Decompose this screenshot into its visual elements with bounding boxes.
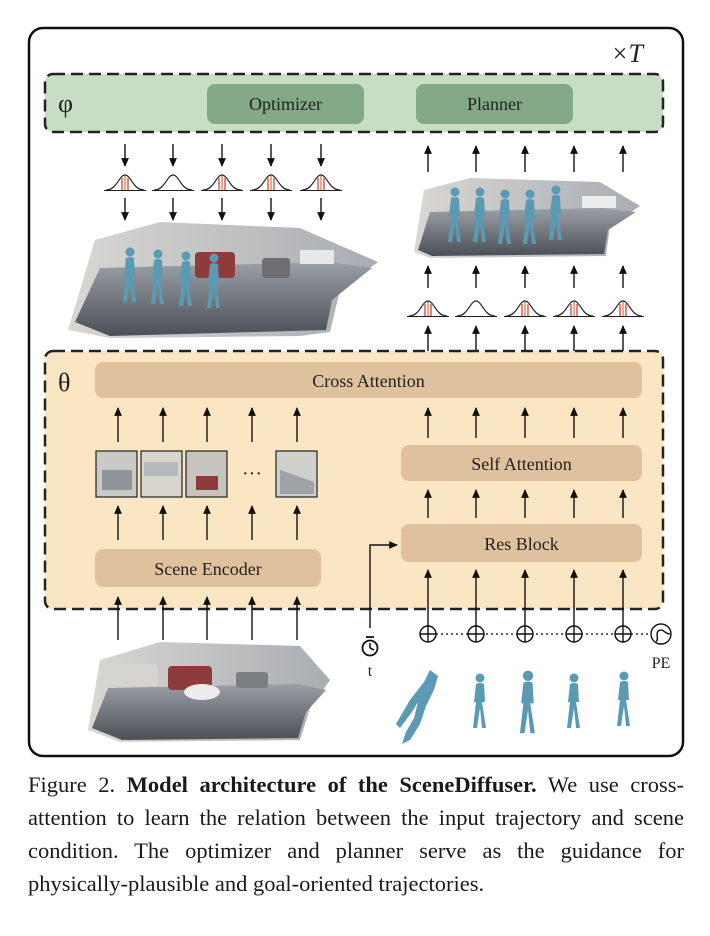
planner-gradient-arrows <box>424 145 627 354</box>
denoiser-arrows <box>114 407 627 540</box>
timestep-label: t <box>368 663 373 680</box>
plus-circle-icon <box>419 625 632 643</box>
planner-label: Planner <box>467 94 522 114</box>
loop-label: ×T <box>611 39 645 68</box>
pe-label: PE <box>652 655 671 672</box>
stopwatch-icon <box>361 636 379 657</box>
ellipsis: ··· <box>242 463 262 485</box>
caption-title: Model architecture of the SceneDiffuser. <box>126 772 537 797</box>
figure-caption: Figure 2. Model architecture of the Scen… <box>28 768 684 900</box>
cross-attention-module <box>95 362 642 398</box>
self-attention-module <box>401 445 642 481</box>
scene-image <box>414 178 640 258</box>
gaussian-icon <box>407 300 644 318</box>
planner-module <box>416 84 573 124</box>
scene-image <box>68 222 378 338</box>
optimizer-module <box>207 84 364 124</box>
optimizer-gradient-arrows <box>121 144 325 221</box>
human-pose-image <box>396 670 630 744</box>
gaussian-icon <box>104 174 342 192</box>
scene-encoder-label: Scene Encoder <box>154 559 261 579</box>
optimizer-label: Optimizer <box>249 94 322 114</box>
input-arrows <box>114 541 627 640</box>
self-attention-label: Self Attention <box>471 454 572 474</box>
scene-feature-patches: ··· <box>95 450 318 498</box>
theta-symbol: θ <box>58 368 70 397</box>
scene-image <box>88 642 330 742</box>
res-block-module <box>401 524 642 562</box>
caption-prefix: Figure 2. <box>28 772 127 797</box>
scene-encoder-module <box>95 549 321 587</box>
sine-icon <box>650 623 672 645</box>
phi-symbol: φ <box>58 89 73 118</box>
architecture-diagram: ×T φ Optimizer Planner <box>27 26 685 758</box>
res-block-label: Res Block <box>484 534 559 554</box>
loop-frame <box>27 26 685 758</box>
cross-attention-label: Cross Attention <box>312 371 425 391</box>
caption-body: We use cross-attention to learn the rela… <box>28 772 684 896</box>
